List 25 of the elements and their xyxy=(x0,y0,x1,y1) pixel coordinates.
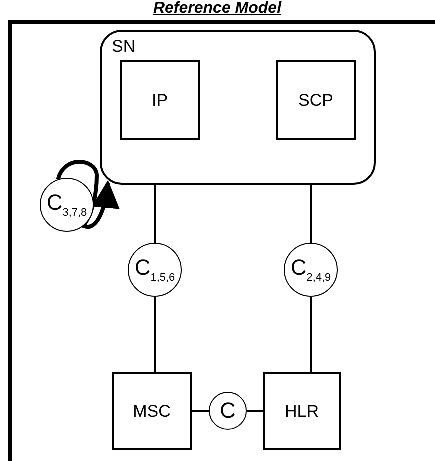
node-label: SN xyxy=(112,38,136,55)
process-box xyxy=(112,372,192,450)
process-box xyxy=(120,60,200,140)
process-box xyxy=(263,372,341,450)
connector-line xyxy=(310,297,312,372)
connection-circle xyxy=(128,243,182,297)
node-label: C xyxy=(220,400,236,422)
connection-circle xyxy=(40,178,94,232)
connector-line xyxy=(310,185,312,243)
node-label: IP xyxy=(152,92,168,108)
connection-circle xyxy=(209,392,247,430)
connection-circle xyxy=(284,243,338,297)
node-label: C$_{2,4,9}$ xyxy=(290,256,332,284)
process-box xyxy=(276,60,356,140)
node-label: C$_{1,5,6}$ xyxy=(134,256,176,284)
diagram-title: Reference Model xyxy=(153,0,282,17)
group-box xyxy=(100,30,376,185)
connector-line xyxy=(154,185,156,243)
node-label: SCP xyxy=(298,92,334,108)
node-label: MSC xyxy=(133,402,171,420)
connector-line xyxy=(154,297,156,372)
connector-line xyxy=(192,410,209,412)
node-label: C$_{3,7,8}$ xyxy=(46,192,88,218)
connector-line xyxy=(247,410,263,412)
node-label: HLR xyxy=(284,402,319,420)
